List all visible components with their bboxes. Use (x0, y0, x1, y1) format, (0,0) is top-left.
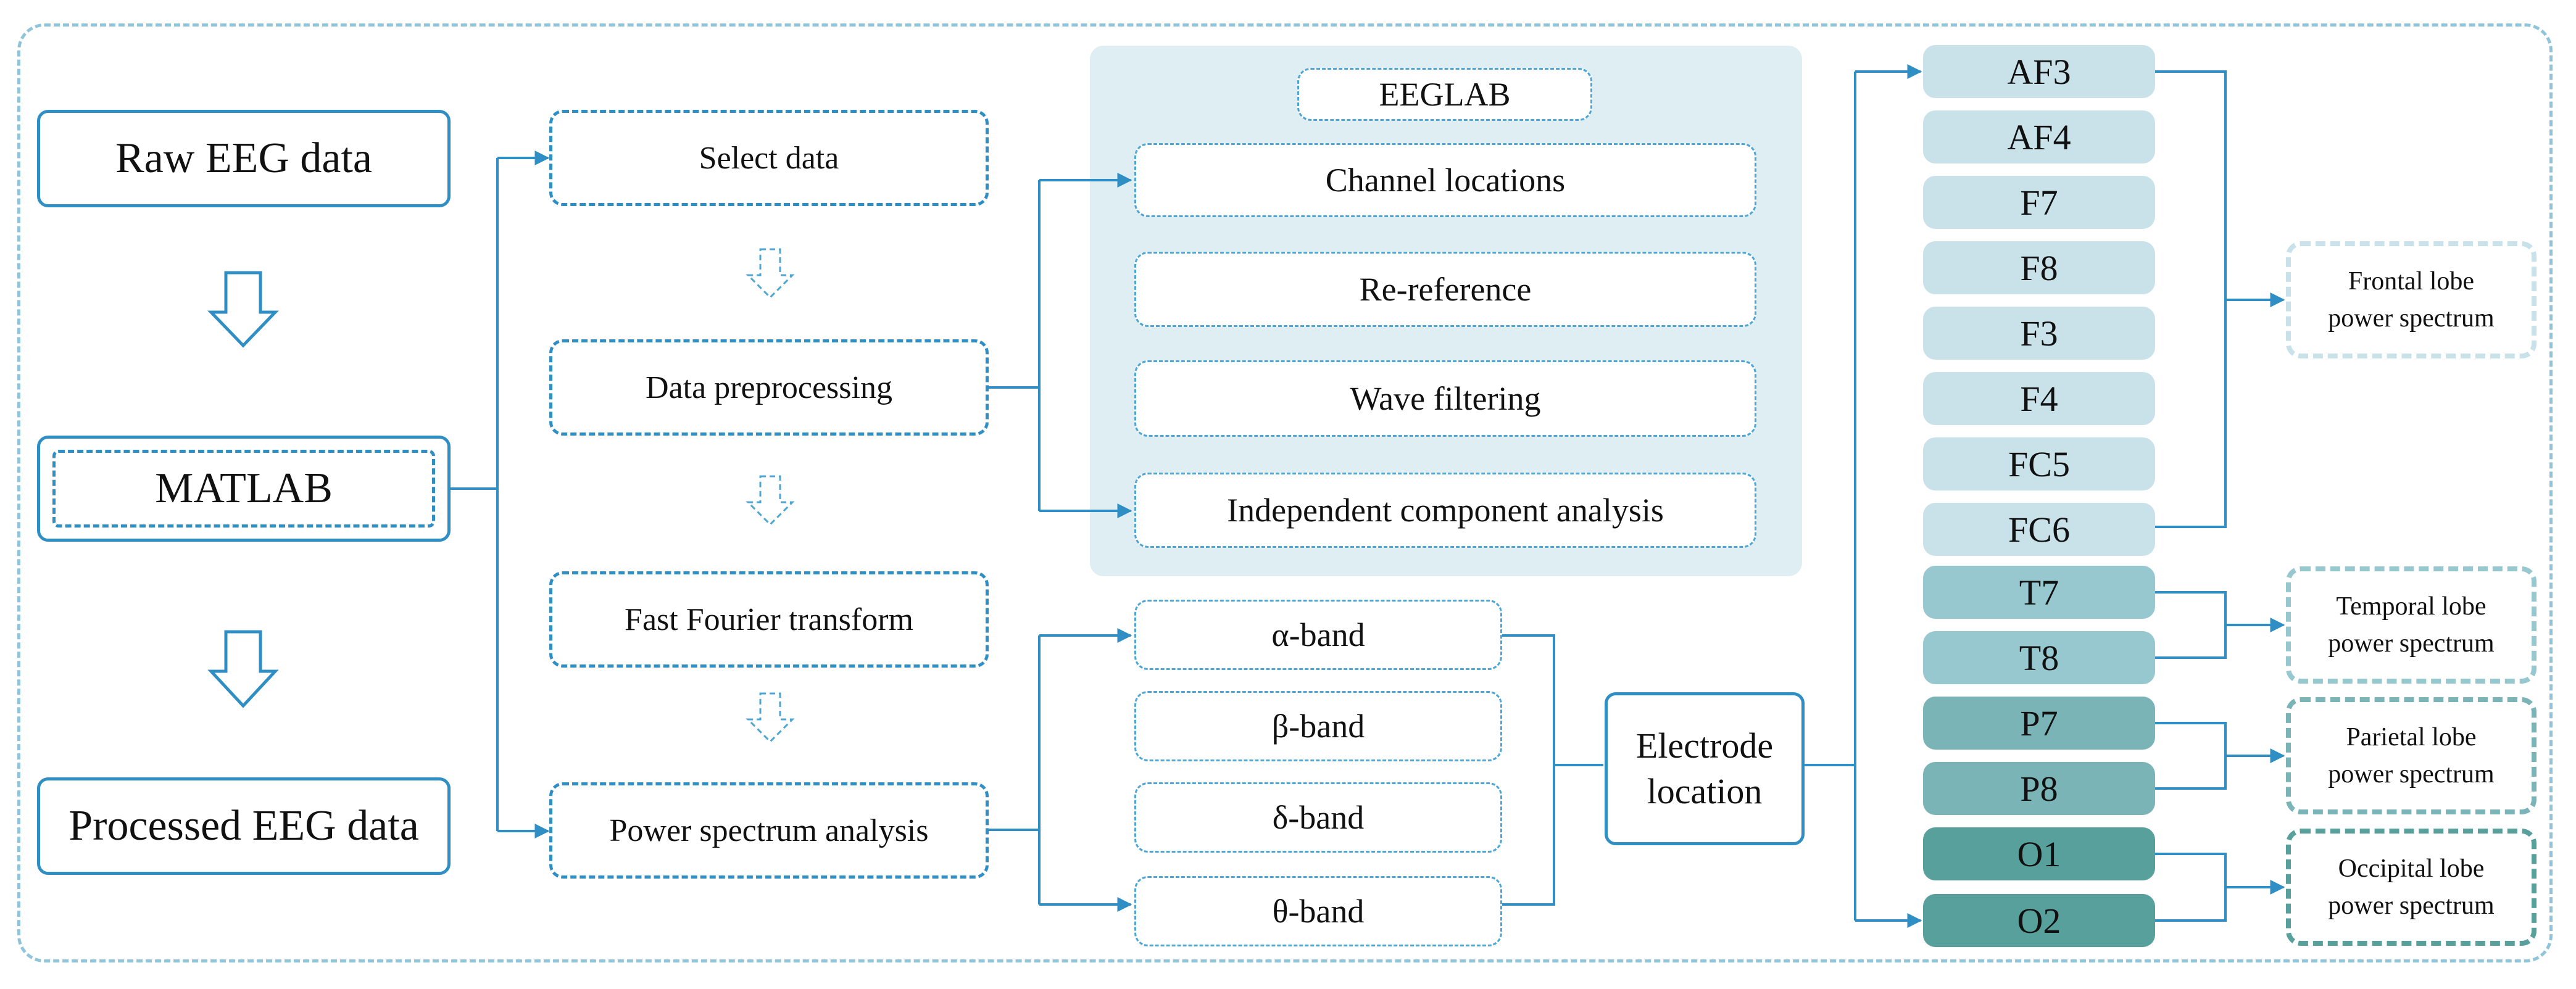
eeglab-item: Re-reference (1134, 252, 1756, 327)
fft-box: Fast Fourier transform (549, 571, 989, 668)
electrode-af3: AF3 (1923, 45, 2155, 98)
electrode-label: AF4 (2007, 117, 2071, 157)
electrode-label: P7 (2020, 703, 2058, 743)
output-line: power spectrum (2328, 304, 2495, 333)
raw-eeg-box: Raw EEG data (37, 110, 451, 207)
raw-eeg-label: Raw EEG data (115, 134, 372, 182)
temporal-output-box: Temporal lobe power spectrum (2286, 566, 2537, 684)
electrode-label: F8 (2020, 247, 2058, 288)
electrode-fc6: FC6 (1923, 503, 2155, 556)
band-box: δ-band (1134, 782, 1502, 853)
band-box: β-band (1134, 691, 1502, 761)
power-spectrum-analysis-label: Power spectrum analysis (609, 813, 929, 848)
band-box: α-band (1134, 600, 1502, 670)
occipital-output-text: Occipital lobe power spectrum (2328, 850, 2494, 924)
down-arrow-icon (207, 630, 279, 708)
occipital-output-box: Occipital lobe power spectrum (2286, 829, 2537, 946)
eeglab-item-label: Re-reference (1359, 271, 1532, 308)
connector-frontal-merge (2155, 70, 2227, 528)
processed-eeg-box: Processed EEG data (37, 777, 451, 875)
band-label: δ-band (1272, 799, 1365, 836)
band-box: θ-band (1134, 876, 1502, 946)
output-line: Parietal lobe (2346, 723, 2477, 751)
electrode-af4: AF4 (1923, 110, 2155, 163)
output-line: Occipital lobe (2338, 855, 2485, 883)
down-arrow-icon (746, 475, 795, 526)
eeglab-title: EEGLAB (1379, 76, 1511, 113)
electrode-f8: F8 (1923, 241, 2155, 294)
electrode-p8: P8 (1923, 762, 2155, 815)
electrode-label: O1 (2017, 834, 2061, 874)
electrode-label: FC5 (2008, 444, 2070, 484)
output-line: power spectrum (2328, 892, 2495, 920)
electrode-label: F7 (2020, 182, 2058, 223)
band-label: α-band (1271, 616, 1365, 653)
diagram-frame (17, 23, 2553, 962)
electrode-f4: F4 (1923, 372, 2155, 425)
output-line: power spectrum (2328, 629, 2495, 658)
output-line: Temporal lobe (2336, 592, 2487, 621)
connector-temporal-merge (2155, 591, 2227, 659)
electrode-label: O2 (2017, 900, 2061, 941)
down-arrow-icon (746, 248, 795, 299)
down-arrow-icon (746, 692, 795, 743)
matlab-inner-box: MATLAB (52, 450, 435, 528)
electrode-label: AF3 (2007, 51, 2071, 92)
electrode-o2: O2 (1923, 894, 2155, 947)
electrode-f7: F7 (1923, 176, 2155, 229)
output-line: Frontal lobe (2348, 267, 2475, 296)
processed-eeg-label: Processed EEG data (69, 802, 419, 850)
power-spectrum-analysis-box: Power spectrum analysis (549, 782, 989, 879)
output-line: power spectrum (2328, 760, 2495, 788)
data-preprocessing-label: Data preprocessing (646, 370, 892, 405)
eeglab-item-label: Wave filtering (1350, 380, 1541, 417)
frontal-output-box: Frontal lobe power spectrum (2286, 241, 2537, 358)
data-preprocessing-box: Data preprocessing (549, 339, 989, 436)
connector-bands-merge (1502, 634, 1555, 906)
electrode-label: F4 (2020, 378, 2058, 419)
connector-parietal-merge (2155, 722, 2227, 790)
electrode-location-box: Electrode location (1605, 692, 1805, 845)
electrode-label: T8 (2019, 637, 2059, 678)
electrode-p7: P7 (1923, 697, 2155, 750)
select-data-box: Select data (549, 110, 989, 206)
matlab-label: MATLAB (155, 465, 333, 512)
eeglab-item: Channel locations (1134, 143, 1756, 217)
parietal-output-text: Parietal lobe power spectrum (2328, 719, 2494, 793)
electrode-t8: T8 (1923, 631, 2155, 684)
electrode-f3: F3 (1923, 307, 2155, 360)
select-data-label: Select data (699, 140, 839, 176)
connector-occipital-merge (2155, 853, 2227, 922)
band-label: β-band (1271, 708, 1365, 745)
fft-label: Fast Fourier transform (625, 602, 913, 637)
electrode-fc5: FC5 (1923, 437, 2155, 490)
parietal-output-box: Parietal lobe power spectrum (2286, 697, 2537, 814)
eeglab-item: Independent component analysis (1134, 473, 1756, 548)
matlab-box: MATLAB (37, 436, 451, 542)
electrode-label: F3 (2020, 313, 2058, 354)
electrode-label: T7 (2019, 572, 2059, 613)
electrode-label: P8 (2020, 768, 2058, 809)
electrode-t7: T7 (1923, 566, 2155, 619)
eeglab-item-label: Channel locations (1325, 162, 1566, 199)
electrode-o1: O1 (1923, 827, 2155, 880)
eeglab-title-box: EEGLAB (1297, 68, 1592, 121)
frontal-output-text: Frontal lobe power spectrum (2328, 263, 2494, 337)
electrode-location-label: Electrode location (1635, 726, 1774, 811)
band-label: θ-band (1272, 893, 1365, 930)
temporal-output-text: Temporal lobe power spectrum (2328, 588, 2494, 662)
electrode-label: FC6 (2008, 509, 2070, 550)
eeglab-item: Wave filtering (1134, 360, 1756, 437)
down-arrow-icon (207, 271, 279, 348)
eeglab-item-label: Independent component analysis (1227, 492, 1664, 529)
